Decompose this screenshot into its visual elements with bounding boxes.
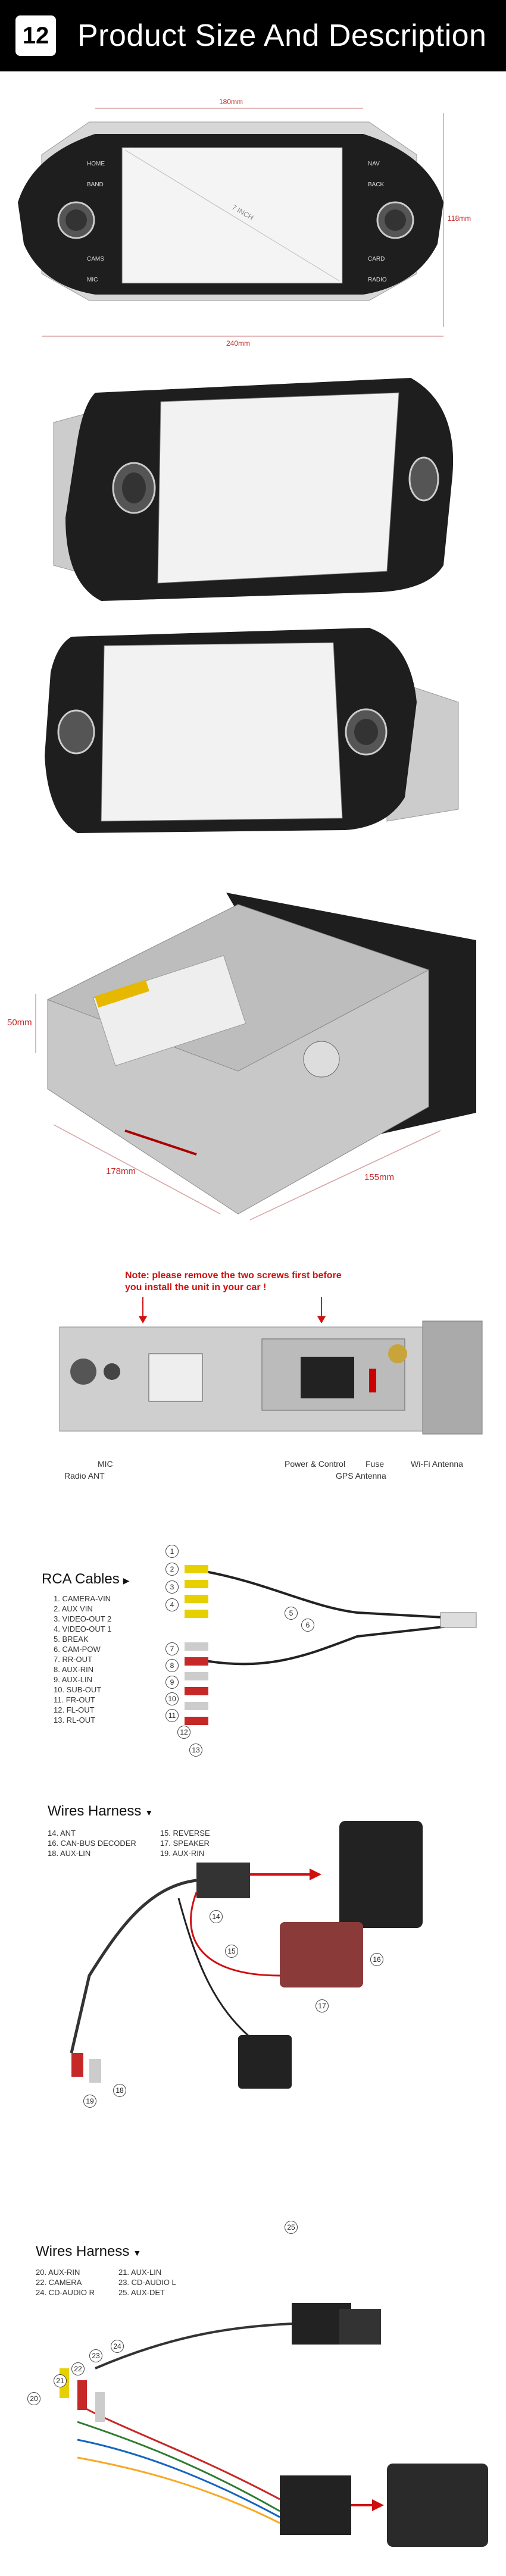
rca-item: 12. FL-OUT	[54, 1705, 95, 1714]
rca-cables-section: RCA Cables▶ 1. CAMERA-VIN 2. AUX VIN 3. …	[0, 1523, 506, 1773]
callout: 12	[177, 1726, 190, 1739]
rca-item: 11. FR-OUT	[54, 1695, 95, 1704]
callout: 15	[225, 1945, 238, 1958]
wires1-item: 16. CAN-BUS DECODER	[48, 1839, 136, 1848]
label-radio-ant: Radio ANT	[64, 1471, 105, 1481]
note-line-2: you install the unit in your car !	[125, 1282, 267, 1292]
wires2-list: 20. AUX-RIN 22. CAMERA 24. CD-AUDIO R 21…	[36, 2267, 176, 2298]
page-title: Product Size And Description	[77, 18, 487, 53]
rca-list: 1. CAMERA-VIN 2. AUX VIN 3. VIDEO-OUT 2 …	[54, 1594, 111, 1725]
wires-harness-2-diagram	[60, 2303, 488, 2547]
rca-title: RCA Cables▶	[42, 1571, 130, 1587]
angled-unit-image	[53, 378, 454, 601]
callout: 21	[54, 2374, 67, 2387]
wires2-title: Wires Harness▼	[36, 2243, 142, 2259]
callout: 22	[71, 2362, 85, 2375]
wires-harness-2-section: Wires Harness▼ 20. AUX-RIN 22. CAMERA 24…	[0, 2154, 506, 2571]
button-card: CARD	[368, 256, 385, 262]
rear-panel-diagram	[59, 1297, 483, 1435]
button-nav: NAV	[368, 161, 380, 167]
rca-item: 6. CAM-POW	[54, 1645, 101, 1654]
wires2-item: 23. CD-AUDIO L	[118, 2278, 176, 2287]
rca-item: 13. RL-OUT	[54, 1716, 96, 1724]
callout: 17	[316, 1999, 329, 2012]
callout: 13	[189, 1744, 202, 1757]
width-bottom-label: 240mm	[226, 339, 251, 348]
callout: 10	[165, 1692, 179, 1705]
rca-item: 9. AUX-LIN	[54, 1675, 93, 1684]
label-wifi-antenna: Wi-Fi Antenna	[411, 1459, 463, 1469]
callout: 14	[210, 1910, 223, 1923]
callout: 11	[165, 1709, 179, 1722]
label-mic: MIC	[98, 1459, 113, 1469]
rear-connectors-section: Note: please remove the two screws first…	[0, 1262, 506, 1500]
depth-178-label: 178mm	[106, 1166, 136, 1176]
wires1-item: 15. REVERSE	[160, 1829, 210, 1838]
callout: 5	[285, 1607, 298, 1620]
callout: 16	[370, 1953, 383, 1966]
wires1-list: 14. ANT 16. CAN-BUS DECODER 18. AUX-LIN …	[48, 1828, 210, 1858]
label-fuse: Fuse	[366, 1459, 385, 1469]
callout: 20	[27, 2392, 40, 2405]
callout: 23	[89, 2349, 102, 2362]
length-155-label: 155mm	[364, 1172, 395, 1182]
rca-item: 5. BREAK	[54, 1635, 89, 1644]
wires1-item: 14. ANT	[48, 1829, 76, 1838]
wires1-title: Wires Harness▼	[48, 1803, 154, 1819]
callout: 9	[165, 1676, 179, 1689]
callout: 3	[165, 1580, 179, 1594]
wires2-item: 20. AUX-RIN	[36, 2268, 80, 2277]
angle-view-left	[0, 619, 506, 845]
front-view-section: 180mm 240mm 118mm 7 INCH HOME BAND CAMS …	[0, 77, 506, 357]
wires-harness-1-section: Wires Harness▼ 14. ANT 16. CAN-BUS DECOD…	[0, 1797, 506, 2130]
front-view-diagram	[18, 108, 444, 337]
rca-item: 2. AUX VIN	[54, 1604, 93, 1613]
rear-dimension-section: 50mm 178mm 155mm	[0, 881, 506, 1238]
rca-item: 8. AUX-RIN	[54, 1665, 94, 1674]
wires1-item: 18. AUX-LIN	[48, 1849, 91, 1858]
wires2-item: 21. AUX-LIN	[118, 2268, 162, 2277]
callout: 4	[165, 1598, 179, 1611]
button-radio: RADIO	[368, 277, 387, 283]
callout: 7	[165, 1642, 179, 1655]
rca-item: 10. SUB-OUT	[54, 1685, 102, 1694]
callout: 8	[165, 1659, 179, 1672]
section-number-badge: 12	[15, 15, 56, 56]
width-top-label: 180mm	[219, 98, 243, 106]
wires2-item: 22. CAMERA	[36, 2278, 82, 2287]
callout: 6	[301, 1619, 314, 1632]
button-band: BAND	[87, 181, 104, 188]
angled-unit-image-2	[45, 628, 459, 833]
label-power-control: Power & Control	[285, 1459, 345, 1469]
callout: 18	[113, 2084, 126, 2097]
rear-unit-diagram	[35, 893, 476, 1220]
button-home: HOME	[87, 161, 105, 167]
rca-item: 7. RR-OUT	[54, 1655, 92, 1664]
wires2-item: 25. AUX-DET	[118, 2288, 165, 2297]
rca-item: 3. VIDEO-OUT 2	[54, 1614, 112, 1623]
rca-item: 1. CAMERA-VIN	[54, 1594, 111, 1603]
button-cams: CAMS	[87, 256, 104, 262]
wires1-item: 17. SPEAKER	[160, 1839, 210, 1848]
angle-view-right	[0, 369, 506, 607]
button-mic: MIC	[87, 277, 98, 283]
callout: 25	[285, 2221, 298, 2234]
callout: 19	[83, 2095, 96, 2108]
label-gps-antenna: GPS Antenna	[336, 1471, 386, 1481]
callout: 1	[165, 1545, 179, 1558]
note-line-1: Note: please remove the two screws first…	[125, 1270, 342, 1281]
page-header: 12 Product Size And Description	[0, 0, 506, 71]
height-50-label: 50mm	[7, 1018, 32, 1028]
wires2-item: 24. CD-AUDIO R	[36, 2288, 95, 2297]
rca-item: 4. VIDEO-OUT 1	[54, 1625, 112, 1633]
callout: 24	[111, 2340, 124, 2353]
rca-cable-diagram	[185, 1565, 477, 1725]
height-label: 118mm	[448, 214, 471, 223]
wires1-item: 19. AUX-RIN	[160, 1849, 205, 1858]
callout: 2	[165, 1563, 179, 1576]
wires-harness-1-diagram	[70, 1821, 423, 2089]
button-back: BACK	[368, 181, 385, 188]
